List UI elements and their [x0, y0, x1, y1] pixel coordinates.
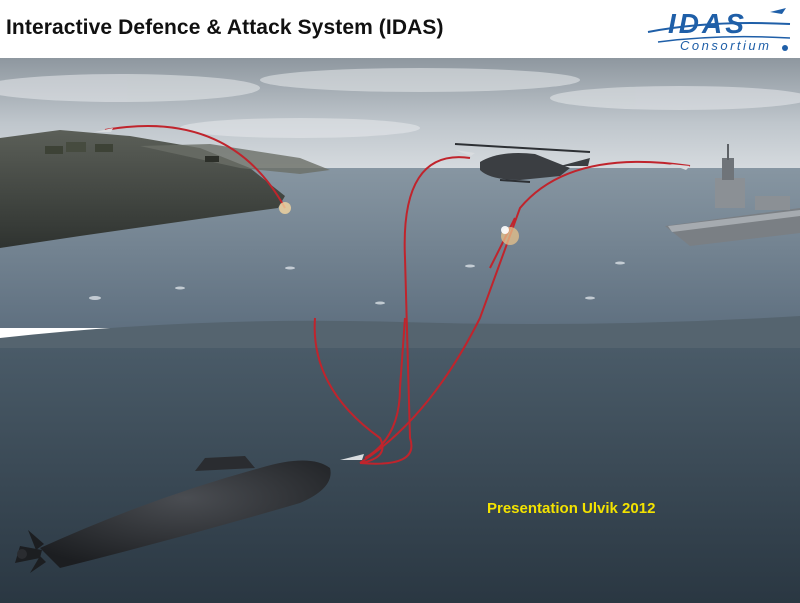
submarine-icon: [15, 456, 331, 573]
ship-icon: [665, 144, 800, 246]
trajectory-ship: [359, 160, 691, 464]
splash-effects: [279, 202, 519, 245]
idas-consortium-logo: IDAS Consortium: [640, 2, 798, 56]
trajectory-helicopter: [359, 156, 471, 465]
clouds: [0, 68, 800, 138]
missile-icon: [95, 128, 690, 460]
illustration-scene: [0, 58, 800, 603]
trajectory-shore: [104, 125, 286, 209]
distant-hill: [140, 144, 330, 174]
trajectory-splash: [489, 217, 516, 269]
helicopter-icon: [454, 143, 591, 183]
launcher-vehicle-icon: [45, 142, 219, 162]
header: Interactive Defence & Attack System (IDA…: [0, 0, 800, 58]
trajectory-submarine-b: [364, 317, 406, 459]
presentation-caption: Presentation Ulvik 2012: [487, 500, 656, 517]
logo-swoosh-icon: [647, 8, 791, 51]
trajectories: [104, 125, 691, 465]
logo-brand-text: IDAS: [668, 8, 747, 39]
surface-boundary: [0, 316, 800, 358]
slide-title: Interactive Defence & Attack System (IDA…: [6, 16, 444, 39]
sea-sparkles: [89, 261, 625, 305]
logo-subtitle-text: Consortium: [680, 38, 772, 53]
trajectory-submarine-a: [313, 317, 384, 464]
